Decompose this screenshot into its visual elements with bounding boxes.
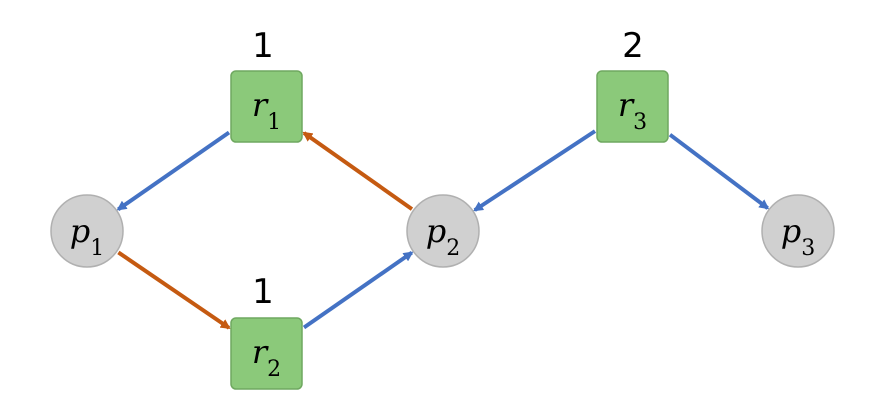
edges-layer [116, 129, 770, 330]
edge-p1-to-r2 [117, 250, 231, 330]
instance-count-r3: 2 [622, 26, 644, 66]
resource-box-r3 [596, 70, 669, 143]
process-label-p2: p2 [426, 212, 460, 261]
edge-r3-to-p2 [473, 129, 597, 212]
edge-r2-to-p2 [302, 251, 414, 330]
process-circle-p1 [50, 194, 124, 268]
process-node-p3[interactable]: p3 [761, 194, 835, 268]
process-circle-p2 [406, 194, 480, 268]
instance-count-r1: 1 [252, 26, 274, 66]
resource-node-r3[interactable]: r3 2 [596, 26, 669, 143]
resource-box-r2 [230, 317, 303, 390]
instance-count-r2: 1 [252, 272, 274, 312]
resource-node-r2[interactable]: r2 1 [230, 272, 303, 390]
resource-node-r1[interactable]: r1 1 [230, 26, 303, 143]
process-node-p1[interactable]: p1 [50, 194, 124, 268]
edge-r1-to-p1 [116, 130, 231, 211]
edge-r3-to-p3 [668, 133, 770, 210]
resource-label-r1: r1 [252, 86, 281, 135]
resource-label-r3: r3 [618, 86, 647, 135]
process-label-p1: p1 [70, 212, 104, 261]
resource-box-r1 [230, 70, 303, 143]
process-circle-p3 [761, 194, 835, 268]
resource-label-r2: r2 [252, 333, 281, 382]
edge-p2-to-r1 [302, 131, 414, 211]
process-label-p3: p3 [781, 212, 815, 261]
process-node-p2[interactable]: p2 [406, 194, 480, 268]
